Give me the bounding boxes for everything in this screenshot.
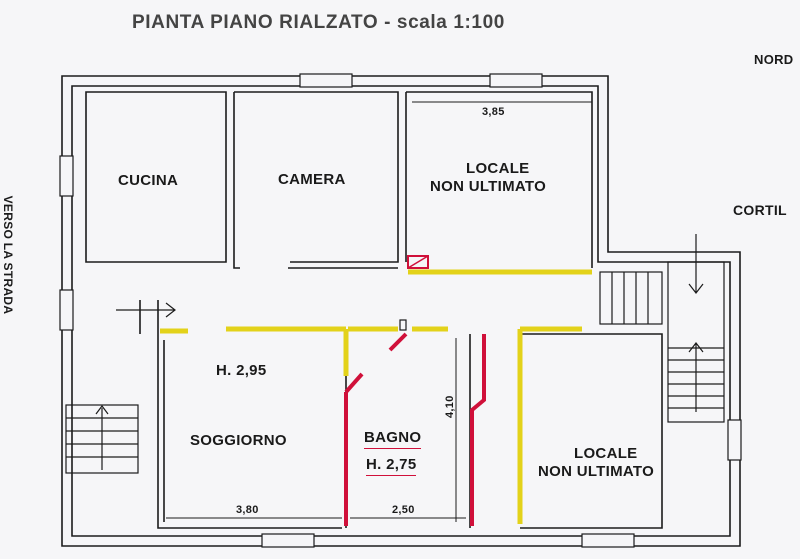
north-label: NORD xyxy=(754,52,794,67)
plan-title: PIANTA PIANO RIALZATO - scala 1:100 xyxy=(132,12,505,33)
staircase-right xyxy=(667,234,725,423)
room-locale-top-line1: LOCALE xyxy=(466,160,530,177)
street-label: VERSO LA STRADA xyxy=(1,195,15,315)
windows xyxy=(59,73,742,548)
room-camera: CAMERA xyxy=(278,171,346,188)
red-walls xyxy=(344,255,486,526)
outer-walls xyxy=(61,75,741,547)
dim-soggiorno-width: 3,80 xyxy=(236,504,259,516)
height-bagno: H. 2,75 xyxy=(366,456,417,476)
dim-locale-width: 3,85 xyxy=(482,106,505,118)
new-walls xyxy=(160,269,592,524)
dim-bagno-depth: 4,10 xyxy=(444,395,456,418)
room-bagno: BAGNO xyxy=(364,429,422,449)
height-soggiorno: H. 2,95 xyxy=(216,362,267,379)
dimension-lines xyxy=(166,101,592,522)
interior-walls xyxy=(85,91,663,529)
room-soggiorno: SOGGIORNO xyxy=(190,432,287,449)
staircase-left xyxy=(65,404,139,474)
entrance-arrow xyxy=(116,302,176,318)
staircase-right-top xyxy=(599,271,663,325)
room-cucina: CUCINA xyxy=(118,172,179,189)
room-locale-bottom-line1: LOCALE xyxy=(574,445,638,462)
courtyard-label: CORTIL xyxy=(733,202,787,218)
room-locale-bottom-line2: NON ULTIMATO xyxy=(538,463,655,480)
dim-bagno-width: 2,50 xyxy=(392,504,415,516)
room-locale-top-line2: NON ULTIMATO xyxy=(430,178,547,195)
